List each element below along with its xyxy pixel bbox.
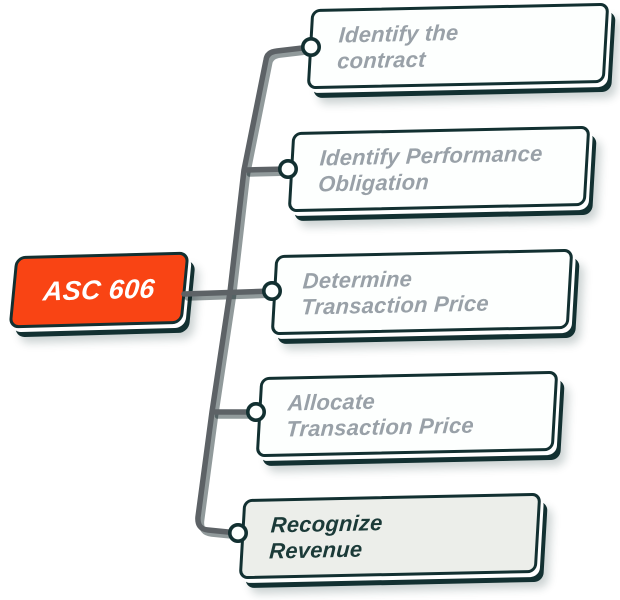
step-label-line: Obligation xyxy=(317,169,430,197)
step-node-recognize-revenue[interactable]: Recognize Revenue xyxy=(238,492,542,580)
root-node-label: ASC 606 xyxy=(41,272,157,307)
step-node-identify-performance-obligation[interactable]: Identify Performance Obligation xyxy=(287,125,591,213)
root-node-asc606[interactable]: ASC 606 xyxy=(8,251,190,329)
step-label-line: Revenue xyxy=(268,536,364,564)
step-node-identify-contract[interactable]: Identify the contract xyxy=(306,2,610,90)
step-node-allocate-transaction-price[interactable]: Allocate Transaction Price xyxy=(255,370,559,458)
step-node-determine-transaction-price[interactable]: Determine Transaction Price xyxy=(270,248,574,336)
connector-branch-root xyxy=(181,288,275,297)
step-label-line: Transaction Price xyxy=(285,412,475,442)
connector-branch-2 xyxy=(243,166,291,173)
step-label-line: Transaction Price xyxy=(300,290,490,320)
step-label-line: contract xyxy=(336,46,427,74)
